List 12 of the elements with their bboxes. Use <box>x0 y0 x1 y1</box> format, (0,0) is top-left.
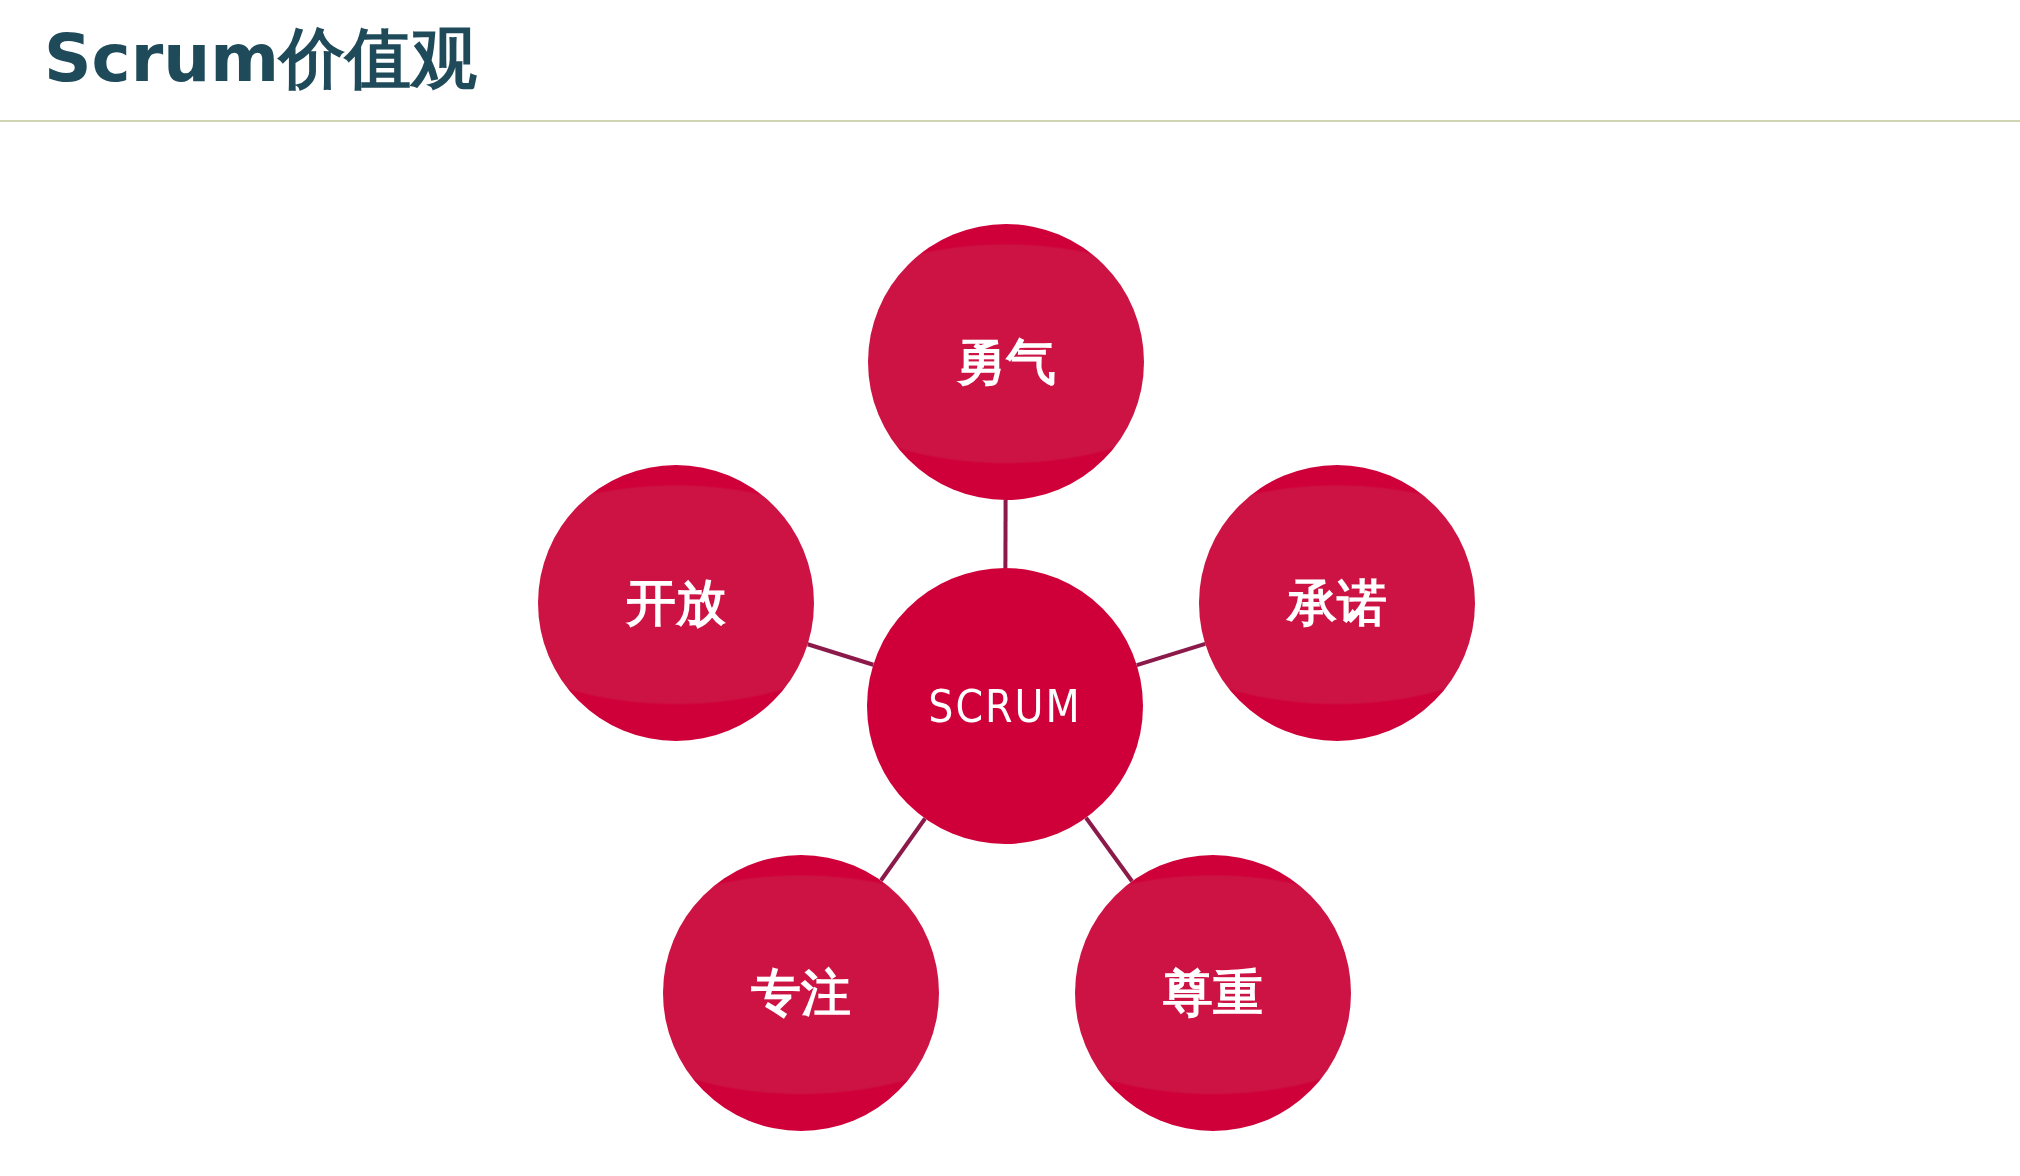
connector-line <box>1084 816 1134 883</box>
value-circle: 专注 <box>663 855 939 1131</box>
connector-line <box>807 642 874 667</box>
value-circle: 尊重 <box>1075 855 1351 1131</box>
connector-line <box>1003 500 1008 568</box>
value-circle: 承诺 <box>1199 465 1475 741</box>
value-circle: 开放 <box>538 465 814 741</box>
value-circle: 勇气 <box>868 224 1144 500</box>
connector-line <box>1136 641 1206 668</box>
center-circle: SCRUM <box>867 568 1143 844</box>
connector-line <box>879 817 927 882</box>
title: Scrum价值观 <box>44 19 477 99</box>
